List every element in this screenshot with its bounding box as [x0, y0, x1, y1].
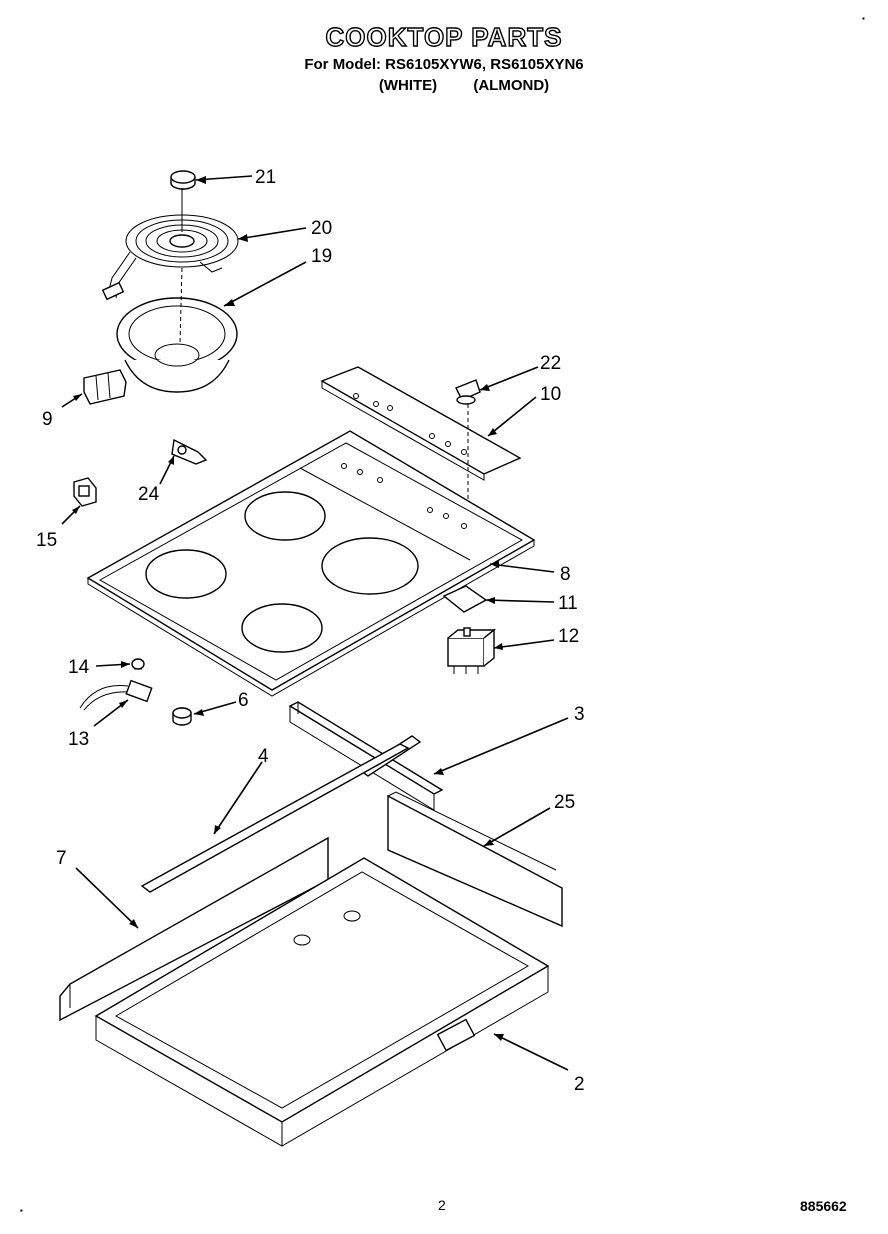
- callout-20: 20: [311, 218, 332, 239]
- callout-15: 15: [36, 530, 57, 551]
- callout-3: 3: [574, 704, 585, 725]
- leader-lines: [61, 175, 569, 1071]
- color-line: (WHITE) (ALMOND): [0, 77, 888, 94]
- part-11-plate: [442, 585, 488, 613]
- corner-mark-top-right: ▪: [862, 14, 865, 23]
- part-25-rear-panel: [387, 791, 563, 928]
- part-24-clip: [171, 438, 208, 465]
- callout-19: 19: [311, 246, 332, 267]
- callout-11: 11: [558, 593, 578, 614]
- part-8-cooktop: [86, 430, 536, 697]
- callout-14: 14: [68, 657, 90, 678]
- callout-2: 2: [574, 1074, 585, 1095]
- callout-9: 9: [42, 409, 53, 430]
- color-almond: (ALMOND): [473, 77, 550, 94]
- part-20-surface-element: [101, 188, 239, 301]
- callout-13: 13: [68, 729, 89, 750]
- part-2-base: [94, 857, 550, 1147]
- part-9-terminal-block: [83, 369, 127, 405]
- callout-numbers: 21 20 19 22 10 9 24 15 8 11 12 14 6 13 3…: [36, 167, 585, 1095]
- part-13-wire-harness: [79, 679, 153, 711]
- part-21-knob: [170, 170, 196, 190]
- corner-mark-bottom-left: ▪: [20, 1206, 23, 1215]
- model-line: For Model: RS6105XYW6, RS6105XYN6: [304, 56, 584, 73]
- page-title: COOKTOP PARTS: [325, 21, 563, 52]
- page-number: 2: [438, 1197, 446, 1213]
- part-15-bracket: [73, 477, 97, 507]
- callout-6: 6: [238, 690, 249, 711]
- part-19-drip-bowl: [116, 267, 238, 393]
- callout-12: 12: [558, 626, 579, 647]
- callout-4: 4: [258, 746, 269, 767]
- callout-21: 21: [255, 167, 276, 188]
- callout-7: 7: [56, 848, 67, 869]
- part-14-indicator-light: [131, 658, 145, 670]
- part-7-front-panel: [59, 836, 329, 1022]
- part-22-control-knob: [455, 379, 481, 528]
- document-number: 885662: [800, 1198, 847, 1214]
- part-10-control-panel: [320, 366, 522, 481]
- color-white: (WHITE): [378, 77, 438, 94]
- part-12-infinite-switch: [447, 627, 496, 674]
- part-4-rail: [140, 743, 410, 893]
- part-6-grommet: [172, 707, 192, 726]
- callout-25: 25: [554, 792, 575, 813]
- callout-22: 22: [540, 353, 561, 374]
- callout-10: 10: [540, 384, 561, 405]
- callout-24: 24: [138, 484, 160, 505]
- callout-8: 8: [560, 564, 571, 585]
